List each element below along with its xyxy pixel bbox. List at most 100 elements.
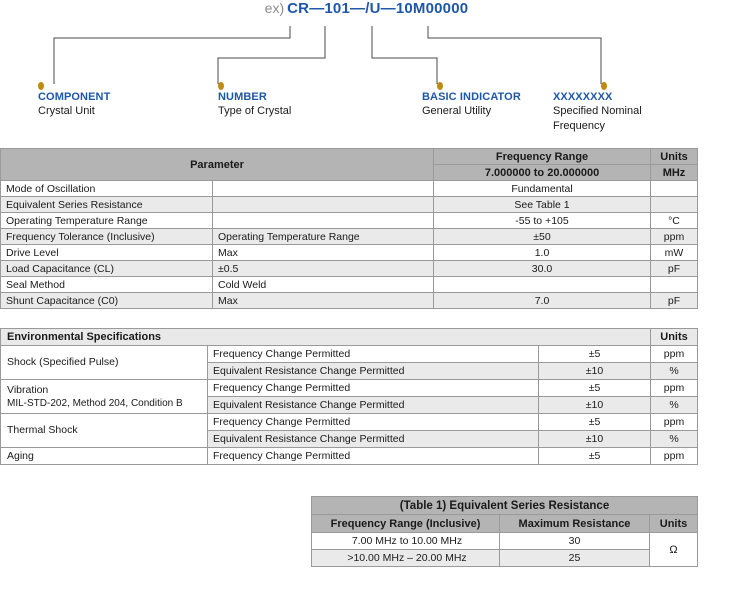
environmental-test: Frequency Change Permitted <box>207 447 539 465</box>
parameter-units: mW <box>650 244 699 261</box>
parameter-condition: ±0.5 <box>211 260 435 277</box>
parameter-table: Parameter Frequency Range Units 7.000000… <box>0 148 699 309</box>
header-parameter: Parameter <box>0 148 435 181</box>
parameter-name: Shunt Capacitance (C0) <box>0 292 213 309</box>
table-row: Seal Method Cold Weld <box>0 276 699 293</box>
table-row: Shock (Specified Pulse) Frequency Change… <box>0 345 699 380</box>
parameter-value: 30.0 <box>433 260 652 277</box>
header-units: Units <box>648 514 699 533</box>
parameter-name: Load Capacitance (CL) <box>0 260 213 277</box>
table-row: Equivalent Resistance Change Permitted ±… <box>1 396 699 414</box>
environmental-group-label: Vibration MIL-STD-202, Method 204, Condi… <box>0 379 208 414</box>
parameter-units <box>650 276 699 293</box>
environmental-test: Equivalent Resistance Change Permitted <box>207 396 539 414</box>
table-row: Equivalent Resistance Change Permitted ±… <box>1 362 699 380</box>
environmental-units: ppm <box>650 345 699 363</box>
environmental-value: ±5 <box>537 413 652 431</box>
parameter-units <box>650 180 699 197</box>
environmental-specifications-table: Environmental Specifications Units Shock… <box>0 328 699 465</box>
callout-number: NUMBER Type of Crystal <box>218 82 292 119</box>
environmental-test: Equivalent Resistance Change Permitted <box>207 430 539 448</box>
table-header-row: Environmental Specifications Units <box>0 328 699 346</box>
table-row: 7.00 MHz to 10.00 MHz 30 Ω <box>311 532 699 567</box>
environmental-group-label: Thermal Shock <box>0 413 208 448</box>
environmental-units: ppm <box>650 447 699 465</box>
header-units: Units <box>650 148 699 165</box>
environmental-test: Equivalent Resistance Change Permitted <box>207 362 539 380</box>
table-row: Drive Level Max 1.0 mW <box>0 244 699 261</box>
environmental-group-label: Shock (Specified Pulse) <box>0 345 208 380</box>
part-number-text: CR—101—/U—10M00000 <box>287 0 469 17</box>
table-header-row-2: 7.000000 to 20.000000 MHz <box>1 164 699 181</box>
table-header-row: (Table 1) Equivalent Series Resistance <box>310 496 699 515</box>
table-row: >10.00 MHz – 20.00 MHz 25 <box>311 549 698 567</box>
table1-esr: (Table 1) Equivalent Series Resistance F… <box>310 496 699 567</box>
header-frequency-range-value: 7.000000 to 20.000000 <box>433 164 652 181</box>
callout-dot-icon <box>38 82 44 90</box>
parameter-value <box>433 276 652 293</box>
environmental-value: ±10 <box>537 396 652 414</box>
environmental-units: % <box>650 396 699 414</box>
parameter-units: °C <box>650 212 699 229</box>
table-row: Frequency Tolerance (Inclusive) Operatin… <box>0 228 699 245</box>
callout-title: COMPONENT <box>38 91 111 103</box>
callout-frequency: XXXXXXXX Specified Nominal Frequency <box>553 82 642 134</box>
header-units: Units <box>650 328 699 346</box>
parameter-value: 1.0 <box>433 244 652 261</box>
callout-basic-indicator: BASIC INDICATOR General Utility <box>422 82 521 119</box>
table-row: Equivalent Series Resistance See Table 1 <box>0 196 699 213</box>
leader-lines-diagram <box>53 26 602 84</box>
callout-description: Type of Crystal <box>218 105 292 117</box>
parameter-name: Drive Level <box>0 244 213 261</box>
table1-title: (Table 1) Equivalent Series Resistance <box>310 496 699 515</box>
environmental-test: Frequency Change Permitted <box>207 413 539 431</box>
parameter-units: pF <box>650 260 699 277</box>
parameter-name: Seal Method <box>0 276 213 293</box>
environmental-units: % <box>650 430 699 448</box>
table-row: Aging Frequency Change Permitted ±5 ppm <box>0 447 699 465</box>
table-header-row-2: Frequency Range (Inclusive) Maximum Resi… <box>311 514 699 533</box>
table-row: Mode of Oscillation Fundamental <box>0 180 699 197</box>
parameter-units: ppm <box>650 228 699 245</box>
parameter-condition <box>211 212 435 229</box>
table-row: Load Capacitance (CL) ±0.5 30.0 pF <box>0 260 699 277</box>
parameter-name: Operating Temperature Range <box>0 212 213 229</box>
environmental-units: % <box>650 362 699 380</box>
header-units-value: MHz <box>650 164 699 181</box>
callout-dot-icon <box>437 82 443 90</box>
table-row: Vibration MIL-STD-202, Method 204, Condi… <box>0 379 699 414</box>
parameter-value: -55 to +105 <box>433 212 652 229</box>
parameter-condition <box>211 180 435 197</box>
environmental-value: ±5 <box>537 447 652 465</box>
parameter-value: ±50 <box>433 228 652 245</box>
table1-range: >10.00 MHz – 20.00 MHz <box>311 549 500 567</box>
environmental-value: ±5 <box>537 379 652 397</box>
environmental-units: ppm <box>650 379 699 397</box>
callout-title: XXXXXXXX <box>553 91 613 103</box>
parameter-name: Frequency Tolerance (Inclusive) <box>0 228 213 245</box>
environmental-group-label-main: Vibration <box>7 383 49 396</box>
parameter-name: Equivalent Series Resistance <box>0 196 213 213</box>
parameter-condition: Operating Temperature Range <box>211 228 435 245</box>
environmental-title: Environmental Specifications <box>0 328 652 346</box>
callout-title: BASIC INDICATOR <box>422 91 521 103</box>
environmental-group-label-sub: MIL-STD-202, Method 204, Condition B <box>7 397 183 409</box>
parameter-condition: Max <box>211 292 435 309</box>
callout-description: Crystal Unit <box>38 105 95 117</box>
environmental-value: ±5 <box>537 345 652 363</box>
part-number-header: ex)CR—101—/U—10M00000 <box>0 0 733 26</box>
table1-units-value: Ω <box>648 532 699 567</box>
callout-component: COMPONENT Crystal Unit <box>38 82 111 119</box>
table-header-row: Parameter Frequency Range Units <box>0 148 699 181</box>
callout-dot-icon <box>601 82 607 90</box>
callout-dot-icon <box>218 82 224 90</box>
table-row: Shunt Capacitance (C0) Max 7.0 pF <box>0 292 699 309</box>
example-prefix-label: ex) <box>264 0 285 16</box>
parameter-units <box>650 196 699 213</box>
header-frequency-range: Frequency Range <box>433 148 652 165</box>
header-max-resistance: Maximum Resistance <box>499 514 650 533</box>
environmental-value: ±10 <box>537 362 652 380</box>
callout-description: General Utility <box>422 105 492 117</box>
table1-resistance: 25 <box>499 549 650 567</box>
environmental-test: Frequency Change Permitted <box>207 345 539 363</box>
